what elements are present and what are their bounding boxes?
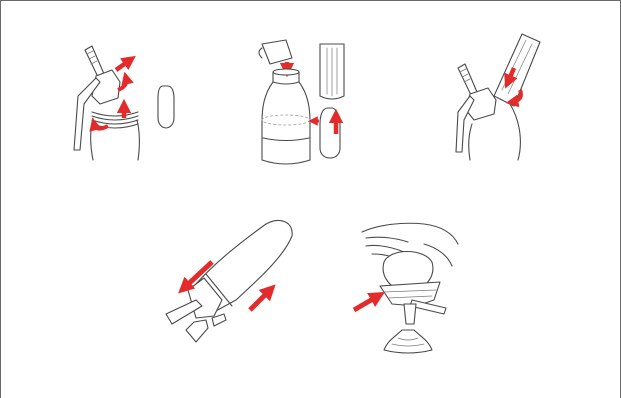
bottle-neck-icon	[273, 69, 299, 75]
measuring-cup-icon	[262, 40, 292, 64]
max-fill-line-icon	[262, 115, 310, 125]
nozzle-icon	[458, 64, 477, 95]
nozzle-icon	[186, 320, 208, 342]
charger-holder-icon	[494, 34, 540, 106]
nozzle-icon	[404, 304, 416, 324]
charger-capsule-icon	[158, 86, 174, 128]
arrow-shake-up-icon	[250, 290, 270, 310]
lever-icon	[456, 96, 474, 152]
arrow-press-lever-icon	[354, 296, 378, 310]
step-2-fill-bottle	[259, 40, 344, 164]
step-4-shake	[166, 220, 292, 342]
cream-swirl-icon	[384, 330, 432, 353]
hand-icon	[362, 223, 458, 244]
arrow-lift-icon	[116, 60, 130, 70]
step-1-unscrew-head	[74, 46, 174, 160]
step-3-insert-charger	[456, 34, 540, 160]
bottle-head-icon	[380, 282, 440, 306]
nozzle-icon	[85, 46, 104, 77]
step-5-dispense	[354, 223, 458, 353]
